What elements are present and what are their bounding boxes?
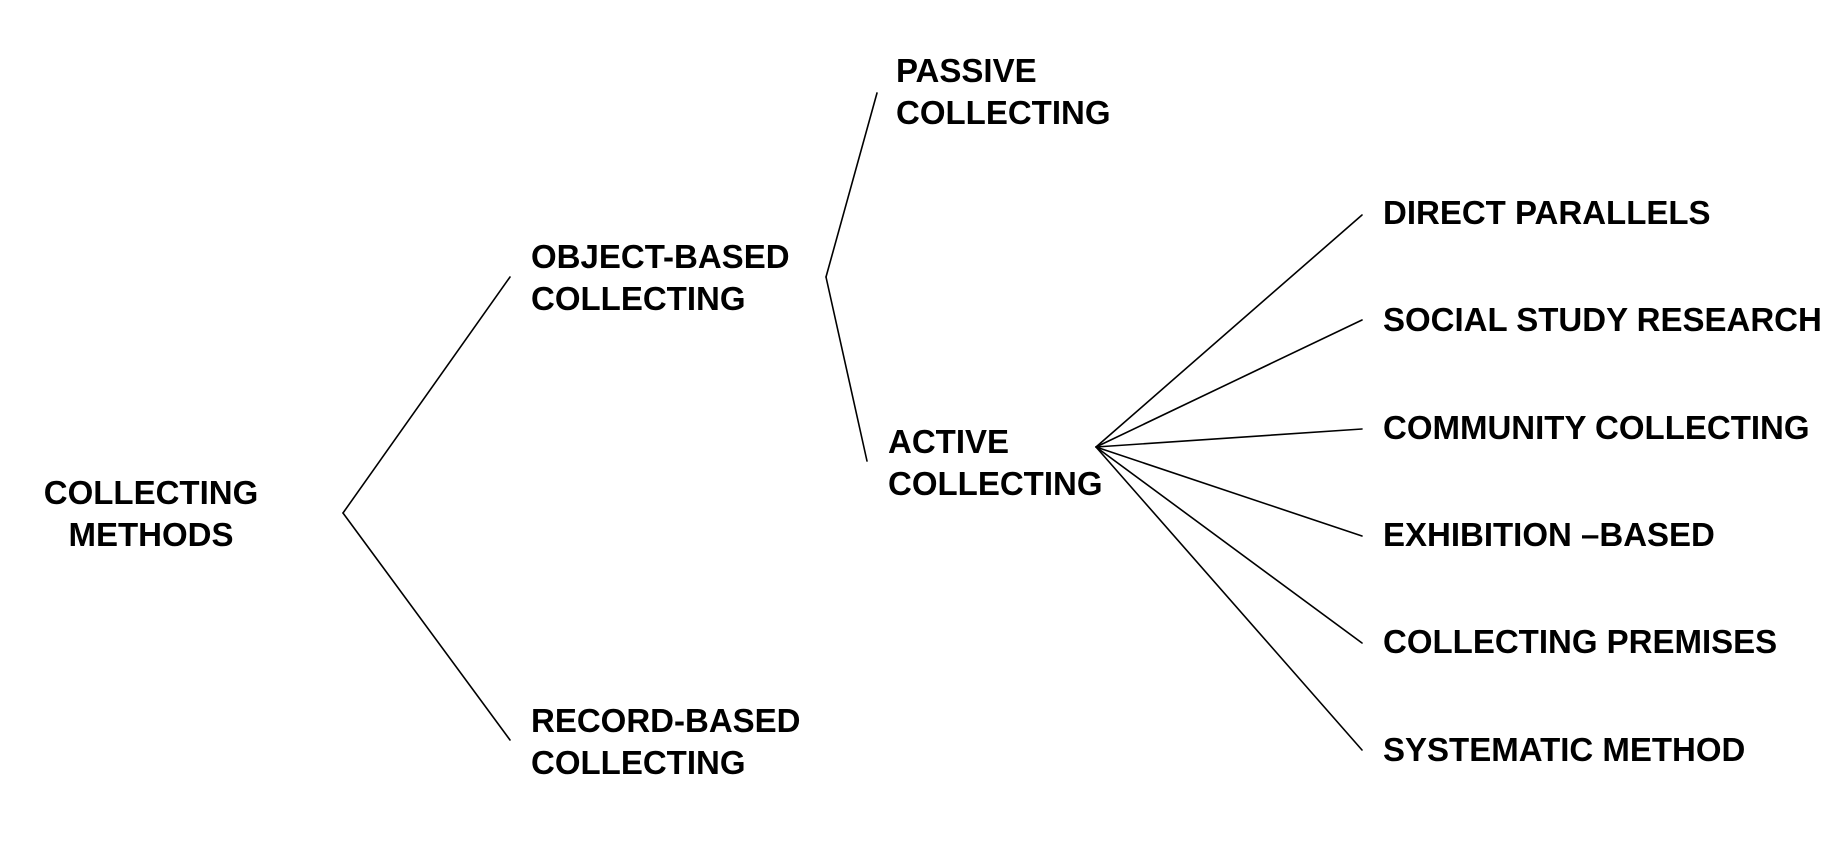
edge-object-passive — [825, 92, 878, 278]
node-label: COLLECTING PREMISES — [1383, 623, 1778, 660]
edge-root-object-based — [342, 276, 511, 514]
node-label: SOCIAL STUDY RESEARCH — [1383, 301, 1822, 338]
node-object-based-collecting: OBJECT-BASED COLLECTING — [531, 236, 790, 320]
edge-active-community-collecting — [1095, 428, 1363, 448]
edge-active-systematic-method — [1095, 446, 1363, 751]
edge-active-social-study-research — [1095, 319, 1363, 448]
node-label-line: COLLECTING — [888, 465, 1103, 502]
node-collecting-premises: COLLECTING PREMISES — [1383, 621, 1777, 663]
node-record-based-collecting: RECORD-BASED COLLECTING — [531, 700, 801, 784]
node-label-line: RECORD-BASED — [531, 702, 801, 739]
node-label-line: PASSIVE — [896, 52, 1037, 89]
node-direct-parallels: DIRECT PARALLELS — [1383, 192, 1711, 234]
edge-active-exhibition-based — [1095, 446, 1363, 537]
edge-root-record-based — [342, 512, 511, 741]
node-active-collecting: ACTIVE COLLECTING — [888, 421, 1102, 505]
edge-active-collecting-premises — [1095, 446, 1363, 644]
edge-active-direct-parallels — [1095, 214, 1363, 448]
node-label-line: COLLECTING — [531, 744, 746, 781]
node-collecting-methods: COLLECTING METHODS — [38, 472, 264, 556]
node-label-line: COLLECTING — [896, 94, 1111, 131]
node-label-line: COLLECTING — [43, 474, 259, 511]
node-label-line: ACTIVE — [888, 423, 1010, 460]
node-label: DIRECT PARALLELS — [1383, 194, 1711, 231]
node-label: EXHIBITION –BASED — [1383, 516, 1715, 553]
node-label-line: METHODS — [68, 516, 234, 553]
node-passive-collecting: PASSIVE COLLECTING — [896, 50, 1110, 134]
node-exhibition-based: EXHIBITION –BASED — [1383, 514, 1715, 556]
node-label: COMMUNITY COLLECTING — [1383, 409, 1810, 446]
node-label-line: OBJECT-BASED — [531, 238, 790, 275]
edge-object-active — [825, 276, 868, 462]
node-community-collecting: COMMUNITY COLLECTING — [1383, 407, 1810, 449]
node-label-line: COLLECTING — [531, 280, 746, 317]
node-systematic-method: SYSTEMATIC METHOD — [1383, 729, 1745, 771]
node-social-study-research: SOCIAL STUDY RESEARCH — [1383, 299, 1822, 341]
node-label: SYSTEMATIC METHOD — [1383, 731, 1746, 768]
